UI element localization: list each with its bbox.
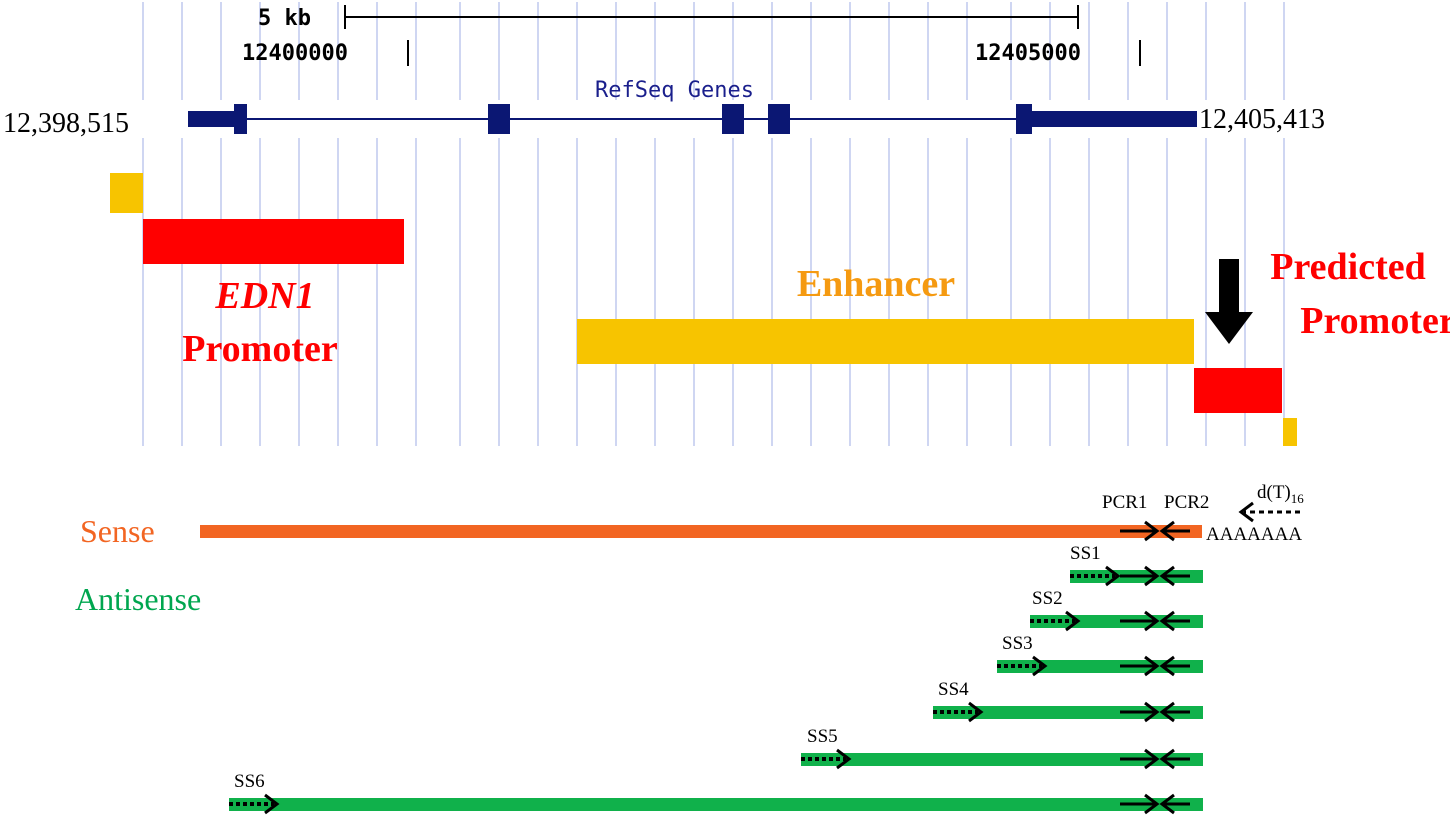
refseq-gene-track: RefSeq Genes 12,398,515 12,405,413 bbox=[3, 78, 1325, 139]
primer-label: SS1 bbox=[1070, 543, 1101, 564]
gene-utr-3prime bbox=[1030, 111, 1197, 127]
antisense-row: SS1 bbox=[1070, 543, 1203, 587]
gene-exon-5 bbox=[1016, 104, 1032, 134]
antisense-row: SS6 bbox=[229, 771, 1203, 815]
arrow-right-icon bbox=[968, 701, 984, 723]
edn1-label: EDN1 bbox=[214, 275, 314, 317]
arrow-right-icon bbox=[1144, 520, 1160, 542]
antisense-label: Antisense bbox=[75, 581, 201, 617]
small-enhancer-right bbox=[1283, 418, 1297, 446]
track-name: RefSeq Genes bbox=[595, 78, 754, 103]
antisense-row: SS4 bbox=[933, 679, 1203, 723]
arrow-right-icon bbox=[1144, 610, 1160, 632]
arrow-right-icon bbox=[1065, 610, 1081, 632]
antisense-row: SS2 bbox=[1030, 588, 1203, 632]
primer-label: SS4 bbox=[938, 679, 969, 700]
pcr-arrow-pair bbox=[1120, 748, 1190, 770]
down-arrow-icon bbox=[1205, 259, 1253, 344]
pcr2-label: PCR2 bbox=[1164, 492, 1209, 513]
predicted-promoter-bar bbox=[1194, 368, 1282, 413]
polya-tail: AAAAAAA bbox=[1206, 524, 1302, 545]
enhancer-label: Enhancer bbox=[797, 263, 955, 305]
gene-exon-2 bbox=[488, 104, 510, 134]
edn1-promoter-bar bbox=[143, 219, 404, 264]
arrow-left-icon bbox=[1159, 520, 1175, 542]
gene-utr bbox=[188, 111, 236, 127]
scale-bar: 5 kb 12400000 12405000 bbox=[242, 5, 1141, 66]
sense-bar bbox=[200, 525, 1202, 538]
arrow-left-icon bbox=[1159, 701, 1175, 723]
arrow-left-icon bbox=[1159, 565, 1175, 587]
arrow-right-icon bbox=[836, 748, 852, 770]
track-end-coordinate: 12,405,413 bbox=[1199, 104, 1325, 135]
small-enhancer-left bbox=[110, 173, 143, 213]
regulatory-regions: EDN1 Promoter Enhancer Predicted Promote… bbox=[110, 173, 1450, 446]
gene-exon-3 bbox=[722, 104, 744, 134]
pcr-arrow-pair bbox=[1120, 565, 1190, 587]
antisense-bar bbox=[801, 753, 1203, 766]
arrow-left-icon bbox=[1238, 501, 1254, 523]
oligo-dt-label: d(T)16 bbox=[1257, 482, 1304, 506]
primer-label: SS6 bbox=[234, 771, 265, 792]
arrow-left-icon bbox=[1159, 793, 1175, 815]
browser-grid bbox=[142, 2, 1285, 446]
antisense-row: SS5 bbox=[801, 726, 1203, 770]
arrow-right-icon bbox=[1032, 655, 1048, 677]
arrow-right-icon bbox=[264, 793, 280, 815]
coordinate-tick-label-right: 12405000 bbox=[975, 41, 1081, 66]
sense-transcript: Sense PCR1 PCR2 AAAAAAA d(T)16 bbox=[80, 482, 1304, 549]
pcr-arrow-pair bbox=[1120, 701, 1190, 723]
antisense-bar bbox=[933, 706, 1203, 719]
pcr-arrow-pair bbox=[1120, 793, 1190, 815]
arrow-right-icon bbox=[1144, 748, 1160, 770]
promoter-label: Promoter bbox=[182, 328, 338, 370]
gene-exon-4 bbox=[768, 104, 790, 134]
pcr-arrow-pair bbox=[1120, 520, 1190, 542]
arrow-left-icon bbox=[1159, 610, 1175, 632]
arrow-right-icon bbox=[1144, 793, 1160, 815]
track-start-coordinate: 12,398,515 bbox=[3, 108, 129, 139]
pcr-arrow-pair bbox=[1120, 655, 1190, 677]
primer-label: SS2 bbox=[1032, 588, 1063, 609]
coordinate-tick-label-left: 12400000 bbox=[242, 41, 348, 66]
gene-exon-1 bbox=[234, 104, 247, 134]
predicted-label: Predicted bbox=[1270, 246, 1425, 288]
antisense-row: SS3 bbox=[997, 633, 1203, 677]
arrow-right-icon bbox=[1144, 701, 1160, 723]
predicted-promoter-label: Promoter bbox=[1300, 300, 1450, 342]
primer-label: SS3 bbox=[1002, 633, 1033, 654]
arrow-right-icon bbox=[1144, 565, 1160, 587]
scale-length-label: 5 kb bbox=[258, 6, 311, 31]
enhancer-bar bbox=[577, 319, 1194, 364]
arrow-right-icon bbox=[1144, 655, 1160, 677]
pcr-primer-arrows bbox=[1120, 520, 1190, 815]
arrow-left-icon bbox=[1159, 748, 1175, 770]
primer-label: SS5 bbox=[807, 726, 838, 747]
pcr-arrow-pair bbox=[1120, 610, 1190, 632]
pcr1-label: PCR1 bbox=[1102, 492, 1147, 513]
sense-label: Sense bbox=[80, 513, 155, 549]
antisense-bar bbox=[229, 798, 1203, 811]
arrow-right-icon bbox=[1105, 565, 1121, 587]
arrow-left-icon bbox=[1159, 655, 1175, 677]
